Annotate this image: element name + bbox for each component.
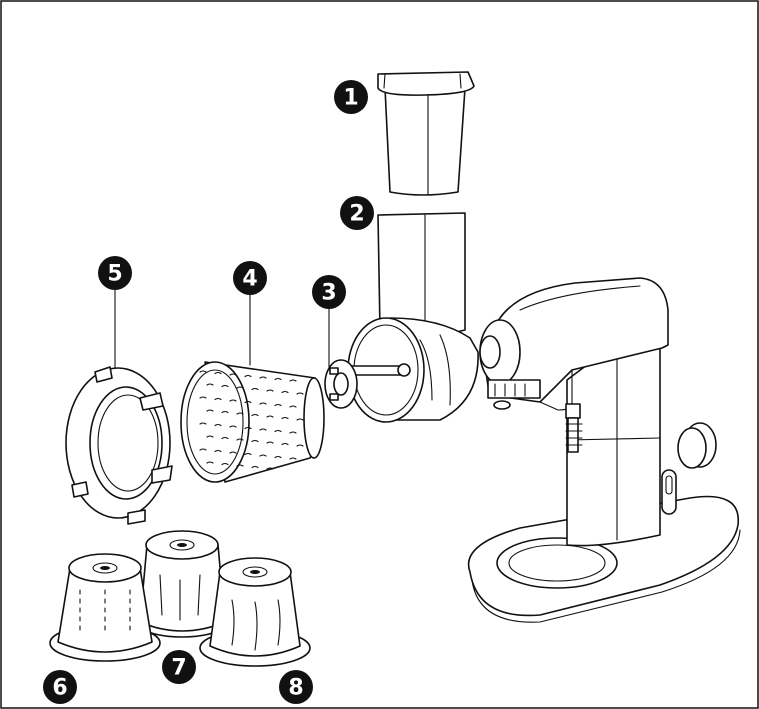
grate-hole: [289, 405, 297, 408]
grating-drum-part-4: [180, 361, 325, 483]
callout-badge-1: 1: [334, 80, 368, 114]
grate-hole: [266, 467, 274, 470]
grate-hole: [244, 400, 252, 404]
grate-hole: [266, 389, 274, 392]
grate-hole: [274, 429, 282, 433]
grate-hole: [296, 392, 304, 395]
grate-hole: [289, 431, 297, 434]
callout-badge-7: 7: [162, 650, 196, 684]
grate-hole: [206, 383, 214, 386]
grate-hole: [274, 403, 282, 407]
callout-label-5: 5: [107, 262, 122, 287]
grate-hole: [221, 436, 229, 440]
lock-disc-part-3: [324, 359, 358, 409]
grate-hole: [289, 379, 297, 382]
callout-label-3: 3: [321, 281, 336, 306]
grate-hole: [229, 451, 237, 454]
grate-hole: [266, 415, 274, 418]
callout-label-4: 4: [242, 267, 257, 292]
grate-hole: [236, 438, 244, 441]
grate-hole: [259, 428, 267, 431]
callout-label-8: 8: [288, 676, 303, 701]
grate-hole: [251, 465, 259, 469]
cone-6-slots: [79, 589, 131, 631]
grate-hole: [206, 461, 214, 464]
callout-badge-5: 5: [98, 256, 132, 369]
callout-badge-4: 4: [233, 261, 267, 366]
cone-part-6: [49, 553, 161, 662]
grate-hole: [259, 402, 267, 405]
grate-hole: [251, 413, 259, 417]
grate-hole: [251, 387, 259, 391]
grate-hole: [199, 396, 207, 399]
callout-label-2: 2: [349, 202, 364, 227]
grate-holes: [199, 370, 304, 470]
grate-hole: [281, 442, 289, 446]
grate-hole: [244, 374, 252, 378]
grate-hole: [236, 464, 244, 467]
grate-hole: [289, 457, 297, 460]
callout-label-7: 7: [171, 656, 186, 681]
grate-hole: [259, 376, 267, 379]
grate-hole: [266, 441, 274, 444]
grate-hole: [274, 377, 282, 381]
grate-hole: [244, 452, 252, 456]
grate-hole: [274, 455, 282, 459]
grate-hole: [236, 412, 244, 415]
cone-part-8: [199, 557, 311, 667]
grate-hole: [296, 418, 304, 421]
grate-hole: [221, 384, 229, 388]
grate-hole: [214, 371, 222, 375]
grate-hole: [199, 448, 207, 451]
grate-hole: [236, 386, 244, 389]
grate-hole: [214, 449, 222, 453]
grate-hole: [229, 373, 237, 376]
callout-badge-2: 2: [340, 196, 374, 230]
cone-part-7: [136, 530, 228, 638]
grate-hole: [199, 370, 207, 373]
callout-label-1: 1: [343, 86, 358, 111]
callout-badge-8: 8: [279, 670, 313, 704]
grate-hole: [229, 399, 237, 402]
callout-badge-3: 3: [312, 275, 346, 371]
grate-hole: [229, 425, 237, 428]
ring-nut-part-5: [65, 366, 173, 525]
grate-hole: [281, 416, 289, 420]
grate-hole: [206, 435, 214, 438]
grate-hole: [221, 462, 229, 466]
grate-hole: [221, 410, 229, 414]
grate-hole: [251, 439, 259, 443]
grate-hole: [296, 444, 304, 447]
callout-label-6: 6: [52, 676, 67, 701]
grate-hole: [244, 426, 252, 430]
mixer-body: [467, 277, 741, 623]
pusher-part-1: [377, 71, 475, 196]
callout-badge-6: 6: [43, 670, 77, 704]
housing-part-2: [347, 212, 479, 423]
grate-hole: [214, 423, 222, 427]
grate-hole: [206, 409, 214, 412]
grate-hole: [214, 397, 222, 401]
grate-hole: [259, 454, 267, 457]
grate-hole: [199, 422, 207, 425]
grate-hole: [281, 390, 289, 394]
